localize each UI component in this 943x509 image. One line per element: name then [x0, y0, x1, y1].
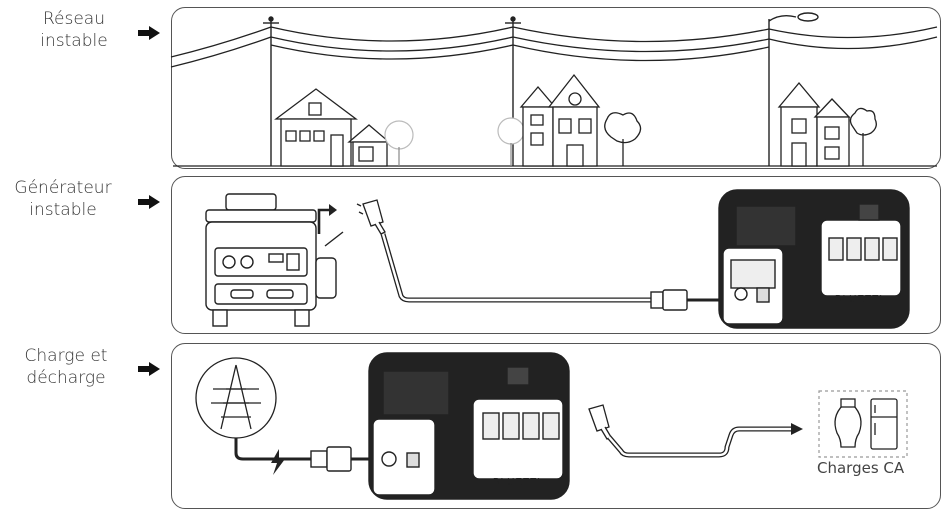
plug-icon	[651, 290, 687, 310]
device-brand-label: BLUETTI	[493, 477, 541, 488]
row-label-line: Générateur	[2, 177, 124, 199]
power-station-icon	[719, 190, 909, 328]
tree-icon	[498, 118, 524, 166]
arrow-right-icon	[138, 195, 160, 209]
cable	[609, 429, 791, 455]
row-label-unstable-grid: Réseau instable	[14, 8, 134, 52]
device-brand-label: BLUETTI	[835, 294, 883, 305]
row-label-line: décharge	[8, 367, 124, 389]
fridge-icon	[871, 399, 897, 449]
row-label-line: Réseau	[14, 8, 134, 30]
row-label-line: instable	[2, 199, 124, 221]
house-icon	[521, 75, 599, 166]
arrow-right-icon	[138, 362, 160, 376]
row-label-line: Charge et	[8, 345, 124, 367]
charge-scene: BLUETTI	[171, 343, 941, 503]
tree-icon	[385, 121, 413, 166]
transmission-tower-icon	[196, 358, 276, 438]
generator-scene: BLUETTI	[171, 176, 941, 334]
arrow-right-icon	[138, 26, 160, 40]
tree-icon	[605, 113, 641, 166]
house-icon	[779, 83, 849, 166]
generator-icon	[206, 194, 343, 326]
plug-icon	[357, 200, 385, 234]
row-label-line: instable	[14, 30, 134, 52]
plug-icon	[589, 405, 611, 439]
loads-caption: Charges CA	[817, 459, 904, 477]
house-icon	[276, 89, 389, 166]
row-label-unstable-generator: Générateur instable	[2, 177, 124, 221]
cable	[383, 234, 651, 300]
row-label-charge-discharge: Charge et décharge	[8, 345, 124, 389]
cable	[236, 438, 311, 459]
plug-icon	[311, 447, 351, 471]
lightning-icon	[271, 449, 285, 475]
bulb-icon	[835, 399, 861, 447]
tree-icon	[850, 108, 876, 166]
arrow-curve-icon	[319, 204, 337, 234]
grid-scene	[171, 7, 941, 169]
